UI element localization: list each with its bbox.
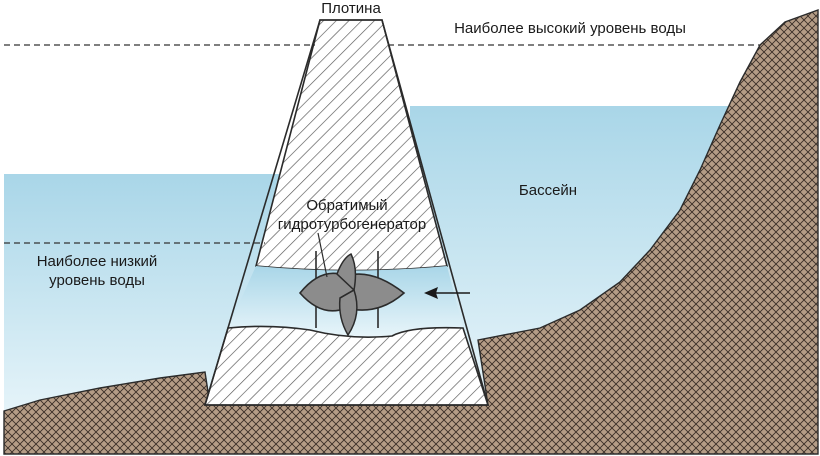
dam-label: Плотина [321, 0, 381, 17]
dam-lower-section [203, 325, 490, 406]
turbine-icon [298, 251, 406, 337]
turbine-label-line1: Обратимый [306, 197, 387, 214]
lowest-level-label-line1: Наиболее низкий [37, 253, 158, 270]
arrow-left-icon [424, 287, 470, 299]
turbine-leader-line [317, 232, 328, 278]
highest-level-label: Наиболее высокий уровень воды [454, 20, 686, 37]
basin-label: Бассейн [519, 182, 577, 199]
dam-outline [203, 19, 490, 406]
lowest-level-label-line2: уровень воды [49, 272, 145, 289]
dam-upper-section [254, 19, 449, 272]
turbine-label-line2: гидротурбогенератор [278, 216, 426, 233]
ground-terrain [3, 9, 819, 455]
